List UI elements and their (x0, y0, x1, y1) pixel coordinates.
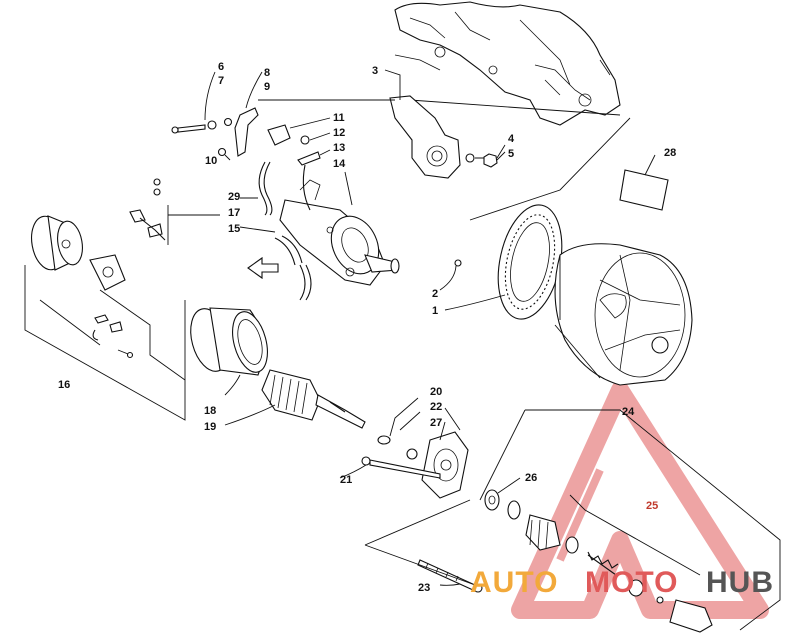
bolt-and-clip-6-10 (171, 71, 395, 161)
label-part-10: 10 (205, 155, 217, 167)
label-part-21: 21 (340, 474, 352, 486)
label-part-5: 5 (508, 148, 514, 160)
direction-arrow (247, 256, 279, 280)
label-part-22: 22 (430, 401, 442, 413)
cover-plate-28 (619, 154, 669, 211)
label-part-23: 23 (418, 582, 430, 594)
label-part-27: 27 (430, 417, 442, 429)
label-part-6: 6 (218, 61, 224, 73)
label-part-9: 9 (264, 81, 270, 93)
label-part-8: 8 (264, 67, 270, 79)
drive-end-housing (377, 397, 469, 499)
label-part-14: 14 (333, 158, 346, 170)
watermark-text-auto: AUTO (470, 566, 558, 599)
long-bolt-21 (339, 456, 441, 479)
small-screws (92, 314, 134, 359)
armature-19 (224, 369, 366, 429)
label-part-17: 17 (228, 207, 240, 219)
label-part-4: 4 (508, 133, 515, 145)
label-part-25: 25 (646, 500, 658, 512)
brush-parts-17 (129, 178, 220, 245)
label-part-12: 12 (333, 127, 345, 139)
watermark-logo-text: AUTO MOTO HUB (470, 566, 774, 599)
label-part-1: 1 (432, 305, 438, 317)
drive-pinion-assembly (479, 409, 781, 633)
label-part-28: 28 (664, 147, 676, 159)
label-part-18: 18 (204, 405, 216, 417)
watermark-text-moto: MOTO (585, 566, 678, 599)
label-part-7: 7 (218, 75, 224, 87)
clip-nut-11-13 (267, 117, 331, 166)
label-part-26: 26 (525, 472, 537, 484)
label-part-24: 24 (622, 406, 635, 418)
field-housing-18 (190, 307, 268, 396)
label-part-3: 3 (372, 65, 378, 77)
label-part-19: 19 (204, 421, 216, 433)
starter-cable (239, 161, 312, 301)
watermark-text-hub: HUB (706, 566, 774, 599)
engine-block-outline (394, 1, 631, 221)
washers-26 (484, 477, 521, 520)
nut-washer-4-5 (465, 144, 506, 168)
label-part-15: 15 (228, 223, 240, 235)
label-part-29: 29 (228, 191, 240, 203)
ring-gear (439, 204, 563, 320)
label-part-11: 11 (333, 112, 345, 124)
starter-bracket (384, 69, 461, 179)
label-part-16: 16 (58, 379, 70, 391)
starter-motor-assembly (279, 164, 400, 286)
flywheel-housing (554, 243, 693, 386)
label-part-2: 2 (432, 288, 438, 300)
label-part-20: 20 (430, 386, 442, 398)
bolt-23 (364, 499, 483, 593)
end-cap-assembly (24, 215, 186, 421)
label-part-13: 13 (333, 142, 345, 154)
